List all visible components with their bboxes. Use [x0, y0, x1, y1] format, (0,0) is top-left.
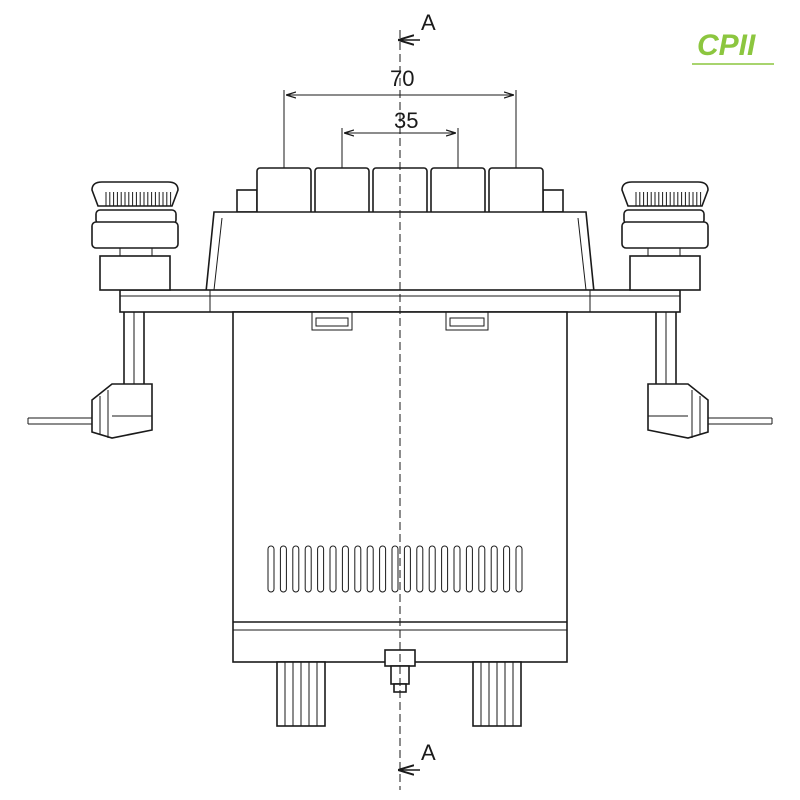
vent-slot — [379, 545, 387, 593]
dimension-70: 70 — [283, 66, 517, 230]
dimension-inner-label: 35 — [394, 108, 418, 133]
right-knob-assembly — [621, 181, 773, 439]
vent-slot — [490, 545, 498, 593]
bottom-terminals — [276, 649, 522, 727]
vent-slots — [267, 545, 523, 593]
vent-slot — [441, 545, 449, 593]
vent-slot — [366, 545, 374, 593]
vent-slot — [341, 545, 349, 593]
vent-slot — [329, 545, 337, 593]
vent-slot — [354, 545, 362, 593]
vent-slot — [292, 545, 300, 593]
vent-slot — [304, 545, 312, 593]
section-marker-bottom: A — [398, 740, 436, 770]
vent-slot — [317, 545, 325, 593]
vent-slot — [267, 545, 275, 593]
vent-slot — [428, 545, 436, 593]
vent-slot — [403, 545, 411, 593]
vent-slot — [478, 545, 486, 593]
vent-slot — [416, 545, 424, 593]
left-knob-assembly — [27, 181, 179, 439]
logo-text: CPII — [697, 29, 756, 62]
section-marker-top: A — [398, 10, 436, 40]
vent-slot — [465, 545, 473, 593]
vent-slot — [515, 545, 523, 593]
vent-slot — [503, 545, 511, 593]
section-label-bottom: A — [421, 740, 436, 765]
vent-slot — [391, 545, 399, 593]
dimension-outer-label: 70 — [390, 66, 414, 91]
section-label-top: A — [421, 10, 436, 35]
vent-slot — [279, 545, 287, 593]
vent-slot — [453, 545, 461, 593]
cpii-logo: CPII — [686, 20, 778, 70]
